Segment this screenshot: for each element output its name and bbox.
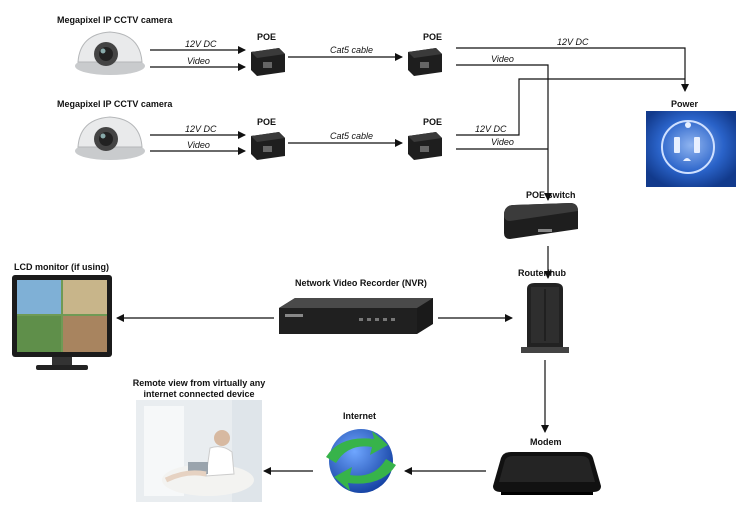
- dome-camera-2-icon: [75, 116, 145, 160]
- router-label: Router/hub: [518, 268, 566, 278]
- cam2-dc-label: 12V DC: [185, 124, 217, 134]
- camera2-label: Megapixel IP CCTV camera: [57, 99, 173, 109]
- cam2-video-label: Video: [187, 140, 210, 150]
- poe-switch-icon: [504, 203, 578, 239]
- poe2-right-label: POE: [423, 117, 443, 127]
- row2-cable-label: Cat5 cable: [330, 131, 374, 141]
- cam1-video-label: Video: [187, 56, 210, 66]
- internet-label: Internet: [343, 411, 377, 421]
- modem-icon: [493, 452, 601, 495]
- internet-globe-icon: [326, 429, 396, 493]
- cam1-dc-label: 12V DC: [185, 39, 217, 49]
- monitor-label: LCD monitor (if using): [14, 262, 109, 272]
- poe2-left-label: POE: [257, 117, 277, 127]
- power-outlet-icon: [646, 111, 736, 187]
- poe-injector-2a-icon: [251, 132, 285, 160]
- remote-viewer-photo: [136, 400, 262, 502]
- poe-injector-1b-icon: [408, 48, 442, 76]
- lcd-monitor-icon: [12, 275, 112, 370]
- dome-camera-1-icon: [75, 31, 145, 75]
- row1-cable-label: Cat5 cable: [330, 45, 374, 55]
- row1-right-dc-label: 12V DC: [557, 37, 589, 47]
- poe1-left-label: POE: [257, 32, 277, 42]
- row1-video-wire: [456, 64, 552, 201]
- poe-injector-2b-icon: [408, 132, 442, 160]
- router-hub-icon: [521, 283, 569, 353]
- power-label: Power: [671, 99, 699, 109]
- row1-power-wire: [456, 47, 689, 92]
- row1-right-video-label: Video: [491, 54, 514, 64]
- modem-label: Modem: [530, 437, 562, 447]
- row2-right-dc-label: 12V DC: [475, 124, 507, 134]
- nvr-recorder-icon: [279, 298, 433, 334]
- poe-injector-1a-icon: [251, 48, 285, 76]
- poe1-right-label: POE: [423, 32, 443, 42]
- remote-label-line1: Remote view from virtually any: [132, 378, 266, 388]
- row2-right-video-label: Video: [491, 137, 514, 147]
- camera1-label: Megapixel IP CCTV camera: [57, 15, 173, 25]
- poe-switch-label: POE switch: [526, 190, 576, 200]
- nvr-label: Network Video Recorder (NVR): [295, 278, 427, 288]
- row2-power-wire: [456, 78, 685, 136]
- remote-label-line2: internet connected device: [143, 389, 255, 399]
